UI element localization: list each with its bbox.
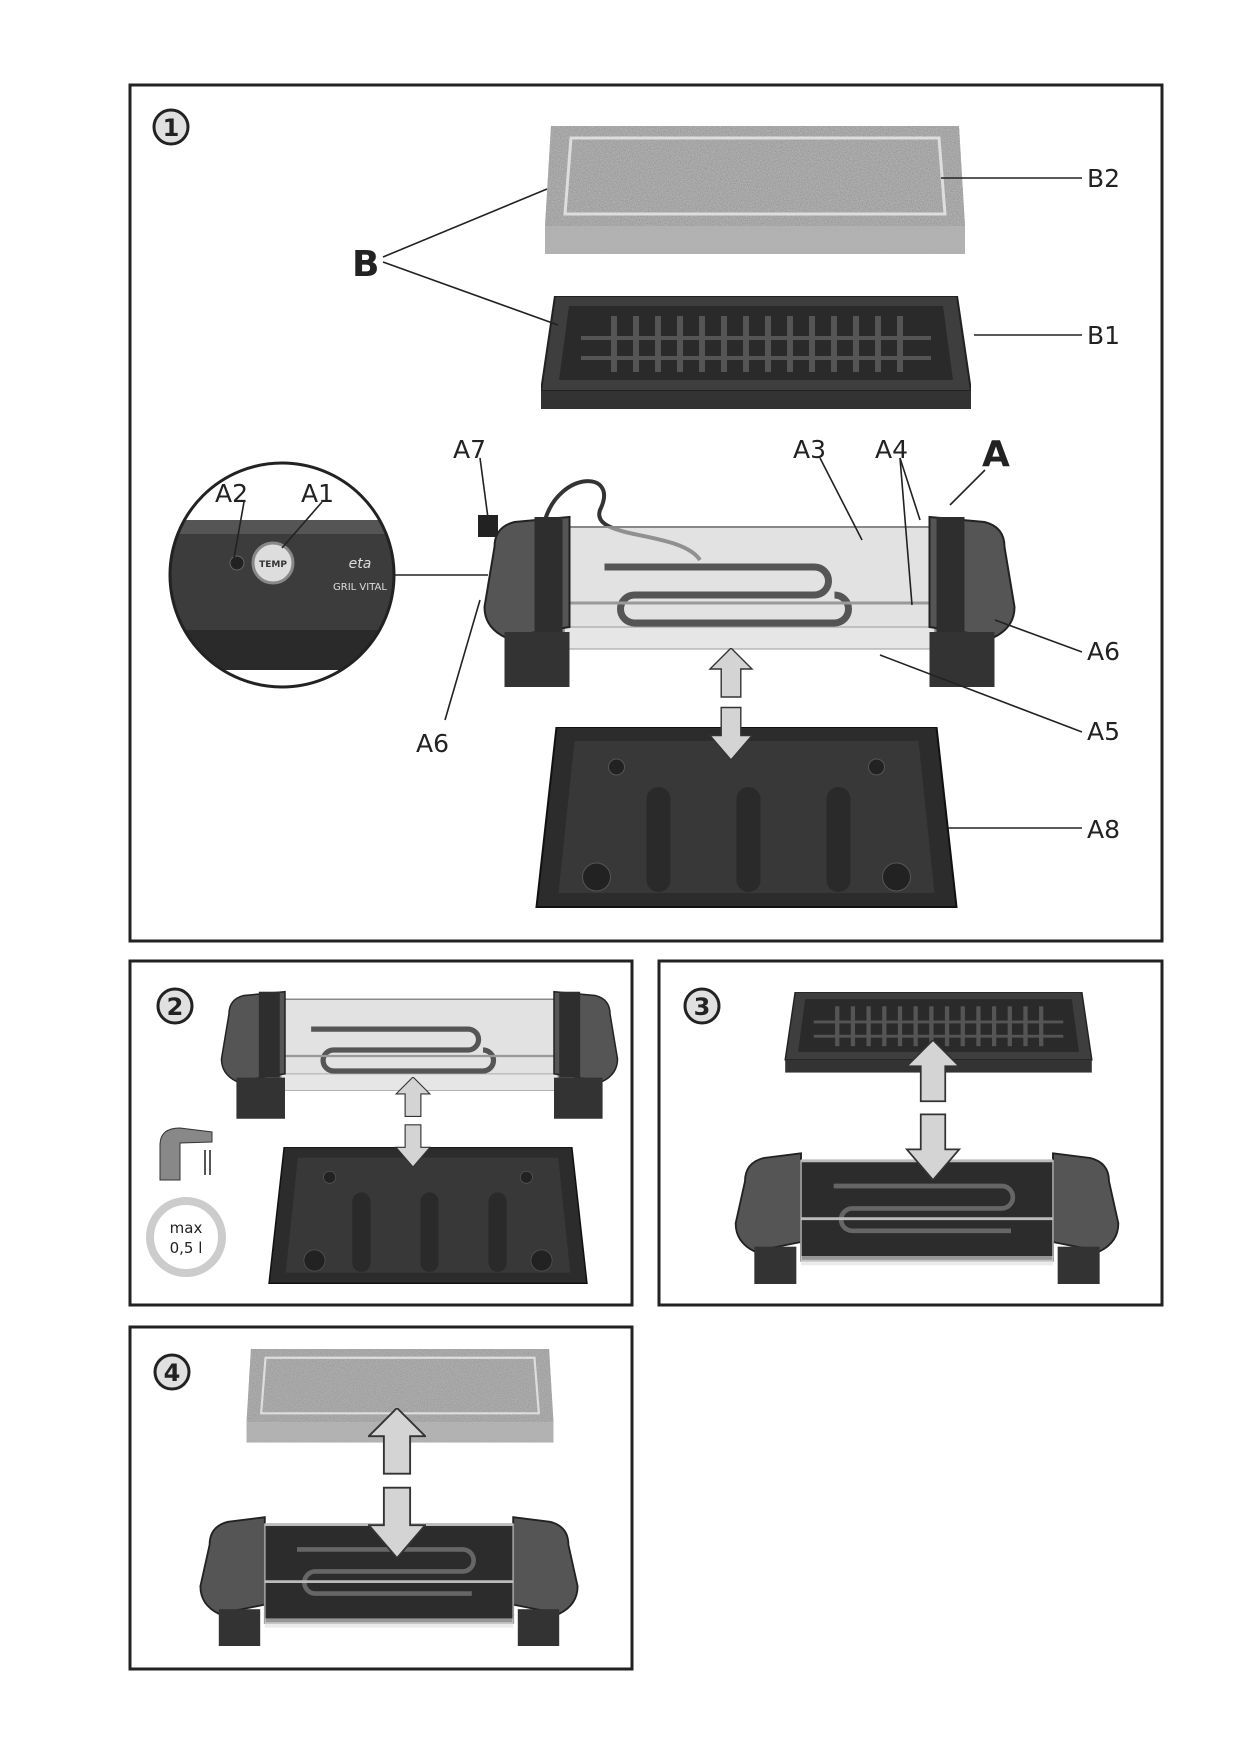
water-tap-icon	[159, 1127, 213, 1181]
power-indicator-a2	[229, 555, 245, 571]
label-a5: A5	[1087, 717, 1120, 746]
place-remove-arrow	[368, 1408, 426, 1558]
label-a1: A1	[301, 479, 334, 508]
model-name: GRIL VITAL	[333, 582, 387, 593]
figure-2-panel: 2 max 0,5 l	[128, 959, 634, 1307]
figure-number: 3	[694, 993, 711, 1021]
callouts: B2 B1 B A7 A3 A4 A A2 A1 A6 A6 A5	[215, 164, 1120, 844]
drip-tray	[268, 1147, 588, 1285]
label-a3: A3	[793, 435, 826, 464]
figure-1-panel: 1 TEMP eta GRIL VITAL B	[128, 83, 1164, 943]
figure-1-frame	[128, 83, 1164, 943]
figure-number-badge	[152, 108, 190, 146]
dial-label: TEMP	[259, 560, 287, 570]
figure-number-badge	[683, 987, 721, 1025]
place-remove-arrow	[905, 1040, 961, 1180]
max-water-badge	[146, 1197, 226, 1277]
figure-number-badge	[153, 1353, 191, 1391]
figure-3-panel: 3	[657, 959, 1164, 1307]
figure-number: 4	[164, 1359, 181, 1387]
max-volume: 0,5 l	[170, 1239, 203, 1257]
figure-number-badge	[156, 987, 194, 1025]
label-a2: A2	[215, 479, 248, 508]
label-a6-left: A6	[416, 729, 449, 758]
grill-base-a	[485, 517, 1015, 687]
grill-plate-b1	[541, 296, 971, 410]
figure-4-panel: 4	[128, 1325, 634, 1671]
label-b2: B2	[1087, 164, 1120, 193]
figure-number: 2	[167, 993, 184, 1021]
temperature-dial-a1[interactable]	[251, 541, 295, 585]
label-a7: A7	[453, 435, 486, 464]
drip-tray-a8	[535, 727, 958, 909]
label-b: B	[352, 244, 379, 285]
label-a4: A4	[875, 435, 908, 464]
insert-remove-arrow	[708, 648, 754, 760]
max-label: max	[170, 1219, 203, 1237]
stone-plate-b2	[545, 126, 965, 254]
figure-2-frame	[128, 959, 634, 1307]
brand-logo: eta	[349, 556, 372, 572]
label-a6-right: A6	[1087, 637, 1120, 666]
label-a8: A8	[1087, 815, 1120, 844]
label-a: A	[982, 434, 1010, 475]
figure-number: 1	[163, 114, 180, 142]
label-b1: B1	[1087, 321, 1120, 350]
insert-remove-arrow	[395, 1077, 431, 1167]
figure-3-frame	[657, 959, 1164, 1307]
plug-a7	[478, 515, 498, 537]
figure-4-frame	[128, 1325, 634, 1671]
